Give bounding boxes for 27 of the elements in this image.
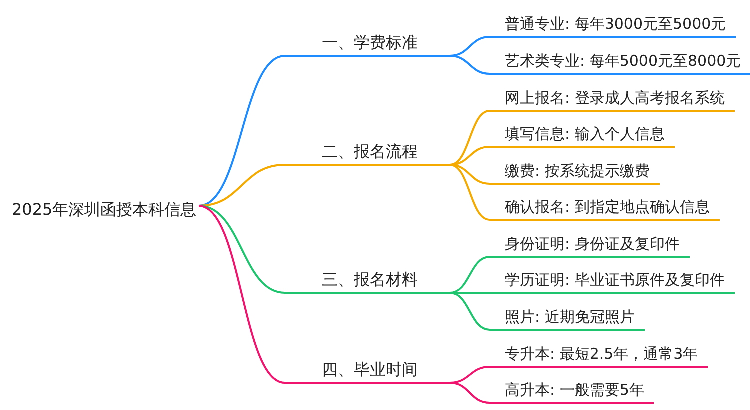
leaf-topic: 填写信息: 输入个人信息 [490,122,675,148]
leaf-topic: 艺术类专业: 每年5000元至8000元 [490,49,750,75]
leaf-topic: 网上报名: 登录成人高考报名系统 [490,86,735,112]
branch-line [450,382,490,404]
branch-line [450,292,490,294]
branch-line [450,164,490,221]
leaf-topic: 普通专业: 每年3000元至5000元 [490,12,736,38]
branch-topic: 四、毕业时间 [285,358,450,384]
leaf-topic: 高升本: 一般需要5年 [490,378,654,404]
leaf-topic: 学历证明: 毕业证书原件及复印件 [490,268,735,294]
branch-line [198,205,286,384]
leaf-topic: 专升本: 最短2.5年，通常3年 [490,342,708,368]
branch-topic: 二、报名流程 [285,140,450,166]
branch-line [198,55,286,207]
branch-line [450,164,490,185]
branch-line [198,205,286,294]
leaf-topic: 确认报名: 到指定地点确认信息 [490,195,720,221]
branch-line [450,256,490,294]
central-topic: 2025年深圳函授本科信息 [12,198,197,224]
branch-topic: 一、学费标准 [285,31,450,57]
branch-topic: 三、报名材料 [285,268,450,294]
leaf-topic: 照片: 近期免冠照片 [490,305,645,331]
branch-line [450,110,490,166]
branch-line [450,292,490,331]
leaf-topic: 身份证明: 身份证及复印件 [490,232,690,258]
leaf-topic: 缴费: 按系统提示缴费 [490,159,660,185]
branch-line [450,55,490,75]
